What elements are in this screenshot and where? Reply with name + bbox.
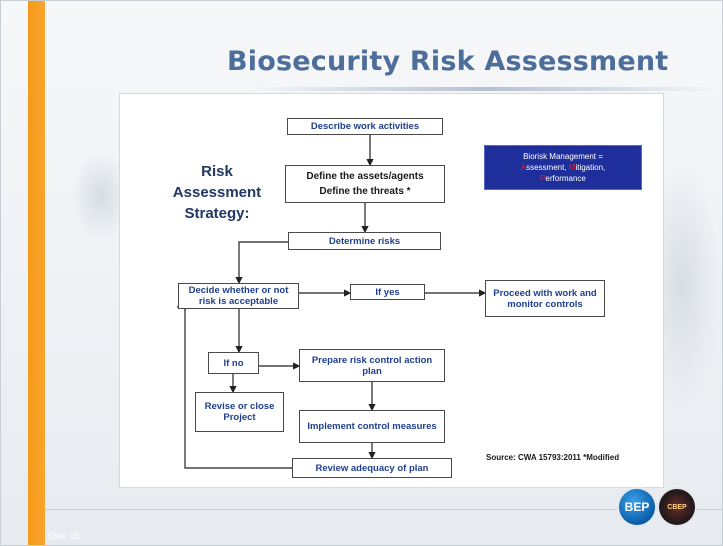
box-determine-risks: Determine risks [288,232,441,250]
biorisk-line-1: Biorisk Management = [523,152,603,161]
slide-title: Biosecurity Risk Assessment [227,46,669,77]
slide-number: Slide 15 [47,531,80,541]
cbep-logo: CBEP [659,489,695,525]
box-revise-close: Revise or close Project [195,392,284,432]
box-prepare-plan: Prepare risk control action plan [299,349,445,382]
biorisk-line-2: Assessment, Mitigation, [520,163,606,172]
source-citation: Source: CWA 15793:2011 *Modified [486,453,620,462]
arrow-review-loop-line [177,306,292,469]
box-review-adequacy: Review adequacy of plan [292,458,452,478]
box-implement-controls: Implement control measures [299,410,445,443]
box-if-yes: If yes [350,284,425,300]
footer-divider [45,509,722,510]
biorisk-line-3: Performance [540,174,586,183]
strategy-line-1: Risk [201,163,233,180]
arrow-determine-decide [235,241,288,285]
box-define-assets-threats: Define the assets/agents Define the thre… [285,165,445,203]
define-line-1: Define the assets/agents [306,171,424,182]
strategy-label: Risk Assessment Strategy: [157,161,277,224]
box-decide-acceptable: Decide whether or not risk is acceptable [178,283,299,309]
strategy-line-2: Assessment [172,184,262,201]
strategy-line-3: Strategy: [184,205,250,222]
bep-logo: BEP [619,489,655,525]
define-line-2: Define the threats * [319,186,411,197]
title-underline [251,87,721,91]
box-if-no: If no [208,352,259,374]
box-describe-work-activities: Describe work activities [287,118,443,135]
box-proceed-monitor: Proceed with work and monitor controls [485,280,605,317]
biorisk-management-box: Biorisk Management = Assessment, Mitigat… [484,145,642,190]
accent-bar [28,1,45,545]
